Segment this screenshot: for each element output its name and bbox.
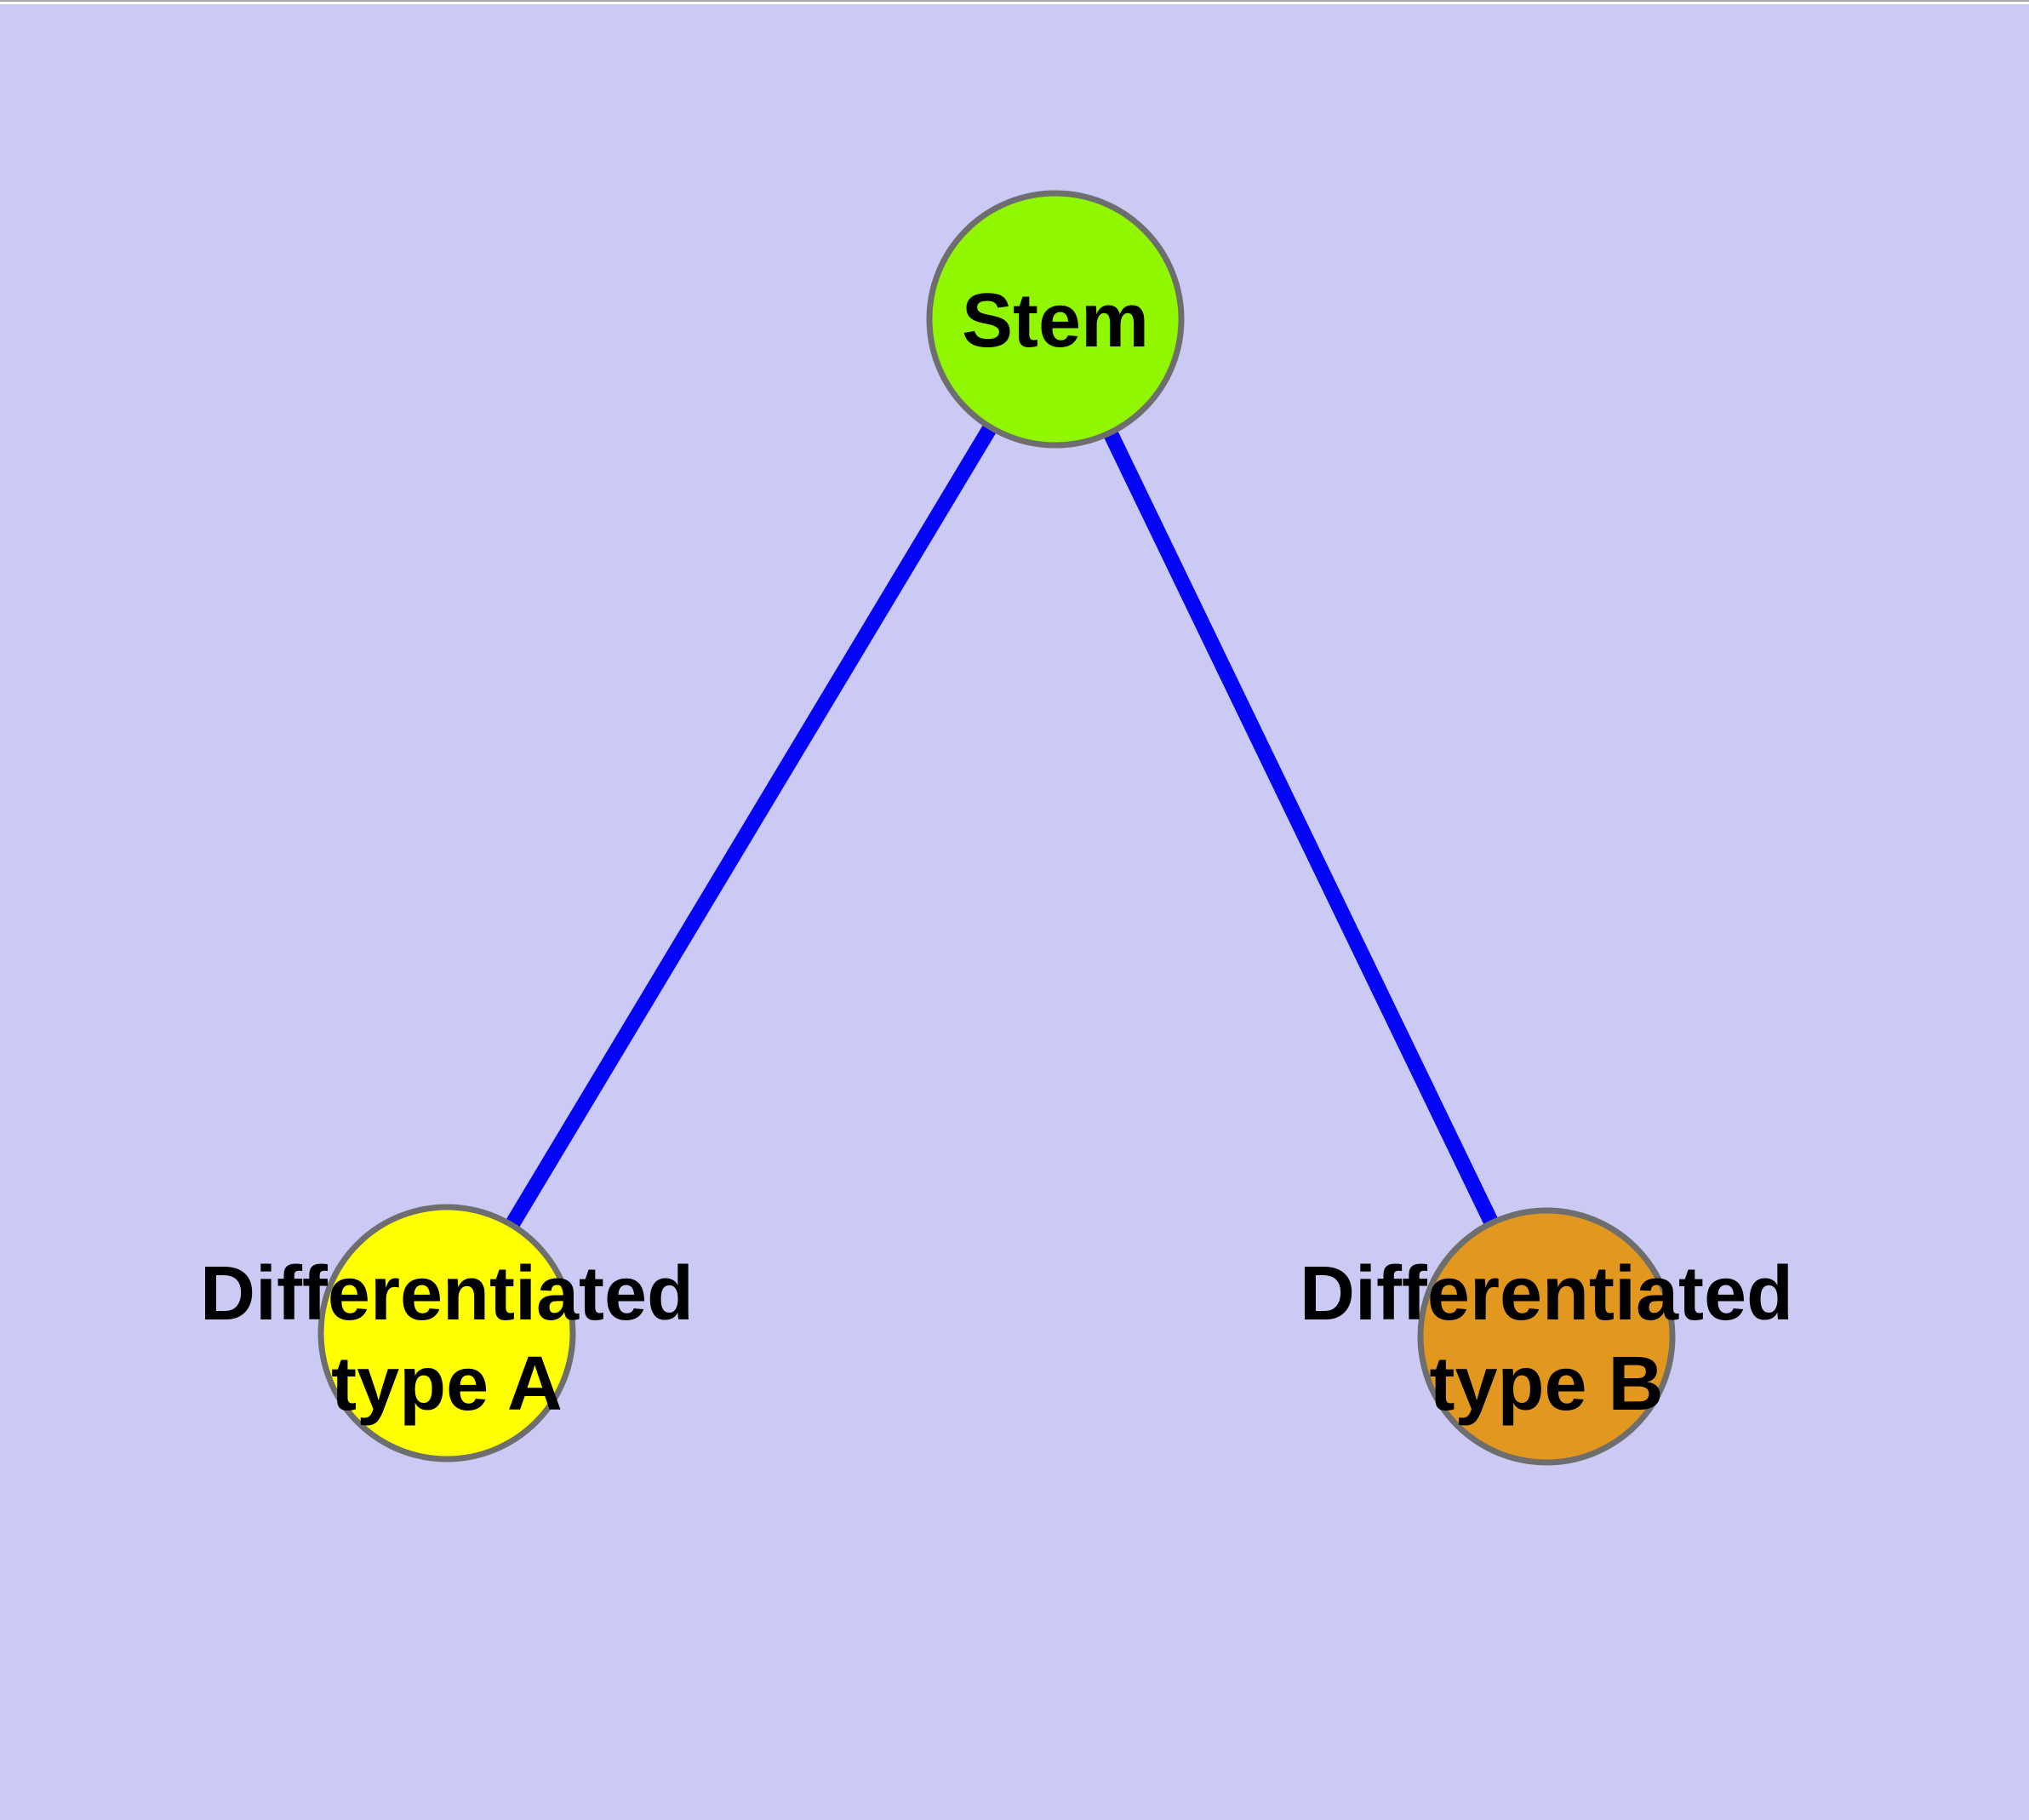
node-differentiated-type-a	[317, 1204, 576, 1462]
node-label-differentiated-type-a-line1: Differentiated	[200, 1251, 694, 1336]
edge-stem-to-differentiated-type-b	[1048, 316, 1554, 1340]
node-label-differentiated-type-b-line2: type B	[1429, 1342, 1663, 1427]
window-top-border	[0, 0, 2029, 4]
node-stem	[926, 190, 1185, 449]
node-label-stem: Stem	[962, 278, 1149, 363]
node-label-differentiated-type-a-line2: type A	[331, 1342, 563, 1427]
node-differentiated-type-b	[1417, 1207, 1676, 1466]
edge-stem-to-differentiated-type-a	[440, 315, 1062, 1337]
node-label-differentiated-type-b-line1: Differentiated	[1300, 1251, 1793, 1336]
